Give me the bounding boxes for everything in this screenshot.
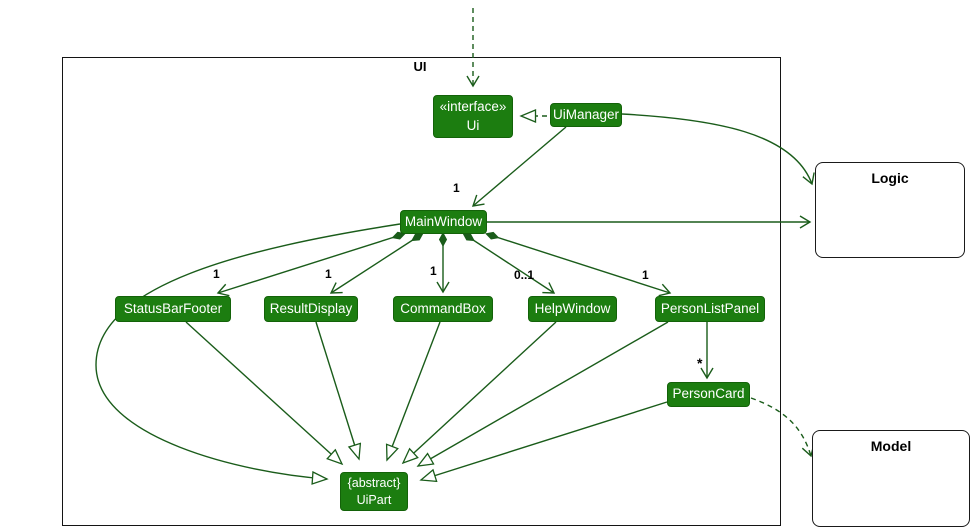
class-uipart-name: UiPart <box>356 492 392 507</box>
class-commandbox: CommandBox <box>393 296 493 322</box>
class-personcard-name: PersonCard <box>672 386 745 402</box>
multiplicity-commandbox: 1 <box>430 264 437 278</box>
class-personlistpanel-name: PersonListPanel <box>660 300 760 316</box>
component-logic-title: Logic <box>871 170 909 186</box>
class-commandbox-name: CommandBox <box>400 300 486 316</box>
class-uimanager-name: UiManager <box>552 106 620 122</box>
class-helpwindow: HelpWindow <box>528 296 617 322</box>
class-personcard: PersonCard <box>667 382 750 407</box>
class-ui-interface: «interface» Ui <box>433 95 513 138</box>
class-mainwindow: MainWindow <box>400 210 487 234</box>
class-mainwindow-name: MainWindow <box>404 213 483 229</box>
class-statusbarfooter-name: StatusBarFooter <box>123 300 223 316</box>
multiplicity-statusbarfooter: 1 <box>213 267 220 281</box>
class-uipart: {abstract} UiPart <box>340 472 408 511</box>
ui-package-frame <box>62 57 781 526</box>
component-logic: Logic <box>815 162 965 258</box>
class-resultdisplay-name: ResultDisplay <box>269 300 353 316</box>
multiplicity-mainwindow: 1 <box>453 181 460 195</box>
class-ui-interface-stereotype: «interface» <box>439 99 507 115</box>
class-personlistpanel: PersonListPanel <box>655 296 765 322</box>
class-statusbarfooter: StatusBarFooter <box>115 296 231 322</box>
component-model: Model <box>812 430 970 527</box>
ui-package-label: UI <box>413 59 427 74</box>
multiplicity-personcard: * <box>697 355 703 371</box>
class-uipart-modifier: {abstract} <box>347 475 401 490</box>
component-model-title: Model <box>870 438 912 454</box>
class-ui-interface-name: Ui <box>466 117 480 133</box>
class-helpwindow-name: HelpWindow <box>534 300 611 316</box>
class-uimanager: UiManager <box>550 103 622 127</box>
class-resultdisplay: ResultDisplay <box>264 296 358 322</box>
multiplicity-resultdisplay: 1 <box>325 267 332 281</box>
multiplicity-helpwindow: 0..1 <box>514 268 535 282</box>
multiplicity-personlistpanel: 1 <box>642 268 649 282</box>
